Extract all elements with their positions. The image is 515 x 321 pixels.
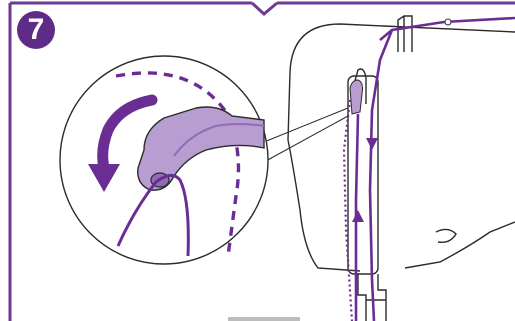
bottom-tab [228,317,300,321]
machine-head [287,15,515,321]
arrow-down-icon [366,138,378,150]
machine-thread-dotted [342,99,354,321]
frame [8,1,515,321]
curved-arrow-icon [88,94,158,192]
step-number-badge: 7 [17,11,55,49]
take-up-lever-small [349,79,363,115]
callout-lines [263,107,349,163]
machine-thread [354,16,515,321]
zoom-thread [116,174,190,257]
arrow-up-icon [352,210,364,222]
